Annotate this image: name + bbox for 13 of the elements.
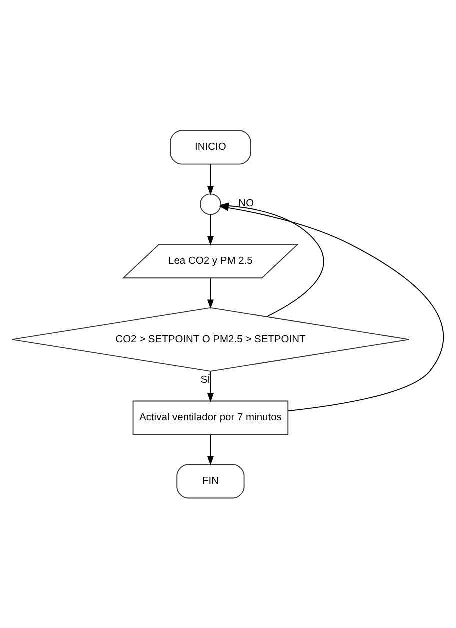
node-diamond: CO2 > SETPOINT O PM2.5 > SETPOINT	[12, 307, 410, 372]
arrow	[207, 370, 214, 402]
arrow	[219, 204, 444, 412]
node-circle	[200, 193, 222, 215]
arrow	[207, 278, 214, 309]
node-box: Actival ventilador por 7 minutos	[132, 400, 289, 435]
arrow	[207, 214, 214, 246]
arrow	[207, 434, 214, 466]
edge-label: SÍ	[200, 374, 210, 386]
node-box: FIN	[176, 464, 245, 498]
arrow	[207, 163, 214, 196]
node-box: INICIO	[170, 130, 252, 164]
edge-label: NO	[238, 198, 254, 210]
